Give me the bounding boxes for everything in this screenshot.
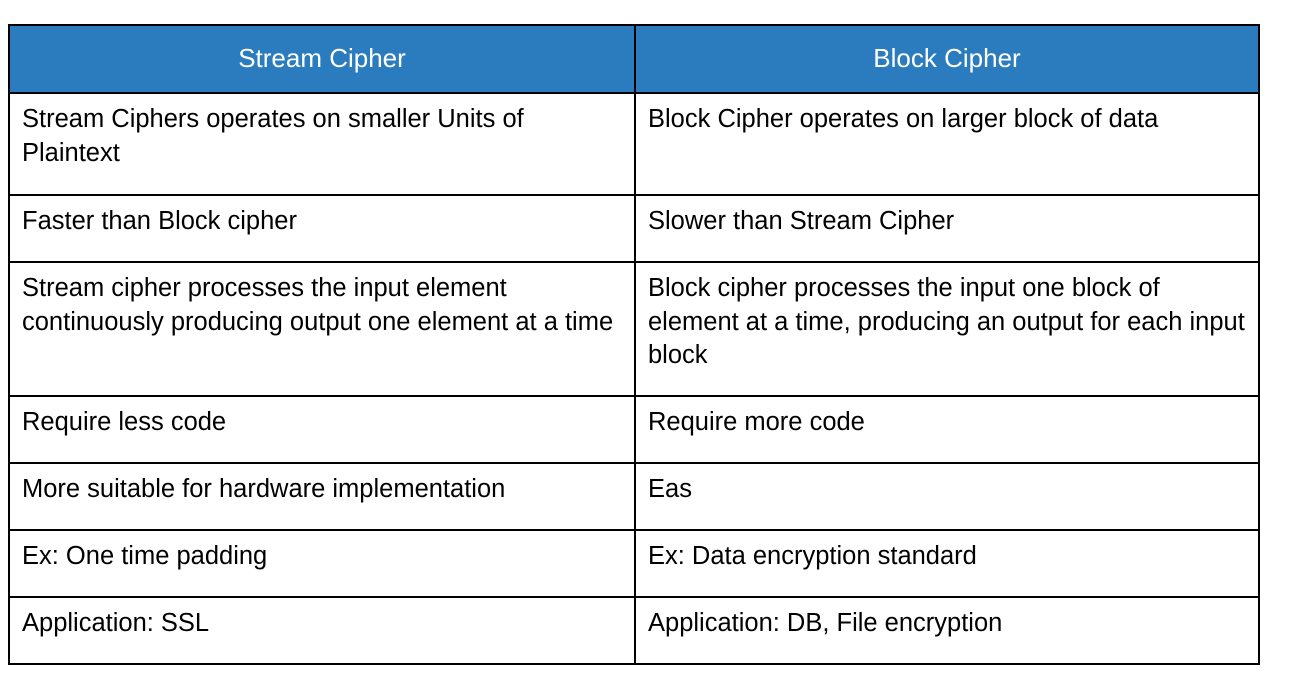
cell-text: Stream cipher processes the input elemen… [22, 274, 614, 336]
cell-text: Stream Ciphers operates on smaller Units… [22, 105, 524, 167]
cell-stream-5: Ex: One time padding [8, 529, 636, 598]
cell-text: Require less code [22, 408, 227, 436]
cell-text: Application: SSL [22, 609, 210, 637]
table-row: More suitable for hardware implementatio… [8, 462, 1260, 531]
cell-text: Ex: One time padding [22, 542, 268, 570]
cell-block-2: Block cipher processes the input one blo… [634, 261, 1260, 397]
column-header-block-cipher: Block Cipher [634, 24, 1260, 94]
cell-text: Require more code [648, 408, 865, 436]
cell-block-4: Eas [634, 462, 1260, 531]
table-header-row: Stream Cipher Block Cipher [8, 24, 1260, 94]
cell-block-1: Slower than Stream Cipher [634, 194, 1260, 263]
cell-stream-6: Application: SSL [8, 596, 636, 665]
table-body: Stream Ciphers operates on smaller Units… [8, 92, 1260, 665]
table-row: Stream Ciphers operates on smaller Units… [8, 92, 1260, 196]
cell-text: Eas [648, 475, 692, 503]
table-header: Stream Cipher Block Cipher [8, 24, 1260, 94]
table-row: Faster than Block cipher Slower than Str… [8, 194, 1260, 263]
table-row: Require less code Require more code [8, 395, 1260, 464]
cell-text: Block Cipher operates on larger block of… [648, 105, 1159, 133]
cell-text: Slower than Stream Cipher [648, 207, 955, 235]
column-header-stream-cipher: Stream Cipher [8, 24, 636, 94]
stream-vs-block-cipher-table: Stream Cipher Block Cipher Stream Cipher… [8, 24, 1260, 665]
cell-text: Application: DB, File encryption [648, 609, 1003, 637]
cell-stream-2: Stream cipher processes the input elemen… [8, 261, 636, 397]
cell-stream-4: More suitable for hardware implementatio… [8, 462, 636, 531]
comparison-table-container: Stream Cipher Block Cipher Stream Cipher… [8, 24, 1260, 665]
cell-text: Faster than Block cipher [22, 207, 297, 235]
cell-block-5: Ex: Data encryption standard [634, 529, 1260, 598]
cell-block-0: Block Cipher operates on larger block of… [634, 92, 1260, 196]
table-row: Application: SSL Application: DB, File e… [8, 596, 1260, 665]
cell-block-3: Require more code [634, 395, 1260, 464]
cell-text: More suitable for hardware implementatio… [22, 475, 506, 503]
cell-text: Block cipher processes the input one blo… [648, 274, 1245, 370]
table-row: Stream cipher processes the input elemen… [8, 261, 1260, 397]
cell-text: Ex: Data encryption standard [648, 542, 977, 570]
cell-block-6: Application: DB, File encryption [634, 596, 1260, 665]
table-row: Ex: One time padding Ex: Data encryption… [8, 529, 1260, 598]
cell-stream-3: Require less code [8, 395, 636, 464]
cell-stream-0: Stream Ciphers operates on smaller Units… [8, 92, 636, 196]
cell-stream-1: Faster than Block cipher [8, 194, 636, 263]
